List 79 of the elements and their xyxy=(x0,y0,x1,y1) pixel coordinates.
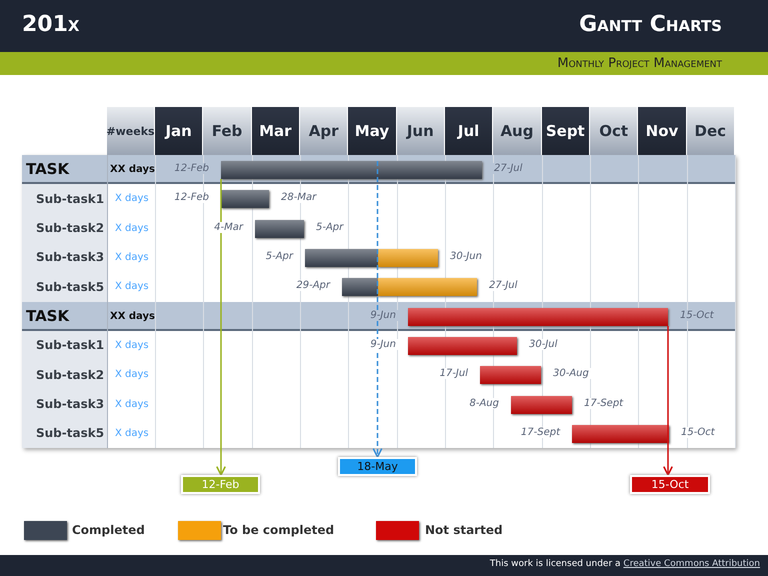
subtask-label: Sub-task2 xyxy=(36,367,104,384)
date-label: 17-Jul xyxy=(438,368,470,379)
subtask-label: Sub-task1 xyxy=(36,337,104,354)
duration-label: X days xyxy=(115,251,149,265)
subtitle: Monthly Project Management xyxy=(557,56,722,71)
month-header: Sept xyxy=(542,107,589,155)
month-header: Oct xyxy=(590,107,638,155)
page-title: Gantt Charts xyxy=(579,12,722,37)
date-label: 29-Apr xyxy=(294,280,332,291)
date-label: 28-Mar xyxy=(279,192,318,203)
legend-label: To be completed xyxy=(223,523,334,537)
date-label: 17-Sept xyxy=(518,427,562,438)
legend-label: Not started xyxy=(425,523,503,537)
date-marker: 18-May xyxy=(338,457,417,476)
gantt-bar xyxy=(408,308,668,326)
month-header: Aug xyxy=(493,107,541,155)
duration-label: XX days xyxy=(110,163,155,177)
duration-label: X days xyxy=(115,280,149,294)
month-header: Feb xyxy=(203,107,251,155)
subtask-label: Sub-task2 xyxy=(36,220,104,237)
month-header: Jan xyxy=(155,107,202,155)
duration-label: X days xyxy=(115,222,149,236)
date-label: 8-Aug xyxy=(468,398,501,409)
task-label: TASK xyxy=(26,159,70,180)
date-label: 4-Mar xyxy=(212,222,245,233)
gantt-bar xyxy=(378,249,438,267)
task-label: TASK xyxy=(26,306,70,327)
gantt-bar xyxy=(305,249,378,267)
subtask-label: Sub-task3 xyxy=(36,396,104,413)
duration-label: X days xyxy=(115,339,149,353)
license-note: This work is licensed under a Creative Commons Attribution xyxy=(490,559,760,569)
date-label: 12-Feb xyxy=(172,163,211,174)
subtask-label: Sub-task5 xyxy=(36,279,104,296)
column-header: #weeks xyxy=(107,107,155,155)
gantt-bar xyxy=(408,337,517,355)
duration-label: X days xyxy=(115,192,149,206)
gantt-bar xyxy=(378,278,477,296)
date-label: 30-Jul xyxy=(527,339,560,350)
arrow xyxy=(216,179,226,476)
date-label: 9-Jun xyxy=(368,310,398,321)
gantt-bar xyxy=(255,220,304,238)
date-label: 5-Apr xyxy=(314,222,346,233)
date-label: 5-Apr xyxy=(264,251,295,262)
gantt-bar xyxy=(221,161,482,179)
gantt-bar xyxy=(480,366,541,384)
month-header: Mar xyxy=(252,107,299,155)
date-label: 27-Jul xyxy=(487,280,520,291)
month-header: May xyxy=(348,107,396,155)
date-label: 12-Feb xyxy=(172,192,211,203)
gantt-bar xyxy=(572,425,669,443)
month-header: Jun xyxy=(396,107,444,155)
duration-label: X days xyxy=(115,398,149,412)
date-marker: 12-Feb xyxy=(181,475,260,494)
date-label: 27-Jul xyxy=(492,163,524,174)
header-year: 201x xyxy=(22,12,80,37)
month-header: Jul xyxy=(444,107,492,155)
duration-label: X days xyxy=(115,368,149,382)
subtask-label: Sub-task3 xyxy=(36,249,104,266)
date-label: 15-Oct xyxy=(678,310,716,321)
duration-label: X days xyxy=(115,427,149,441)
month-header: Dec xyxy=(686,107,734,155)
legend-label: Completed xyxy=(72,523,145,537)
subtask-label: Sub-task1 xyxy=(36,191,104,208)
month-header: Nov xyxy=(638,107,686,155)
arrow xyxy=(663,326,673,476)
gantt-bar xyxy=(342,278,378,296)
date-label: 15-Oct xyxy=(679,427,717,438)
gantt-bar xyxy=(221,190,269,208)
date-label: 30-Jun xyxy=(448,251,484,262)
license-link: Creative Commons Attribution xyxy=(623,559,760,569)
subtask-label: Sub-task5 xyxy=(36,425,104,442)
duration-label: XX days xyxy=(110,310,155,324)
month-header: Apr xyxy=(300,107,348,155)
date-label: 17-Sept xyxy=(582,398,626,409)
gantt-bar xyxy=(511,396,572,414)
arrow xyxy=(372,161,382,458)
date-label: 9-Jun xyxy=(368,339,398,350)
date-label: 30-Aug xyxy=(551,368,591,379)
date-marker: 15-Oct xyxy=(630,475,710,494)
